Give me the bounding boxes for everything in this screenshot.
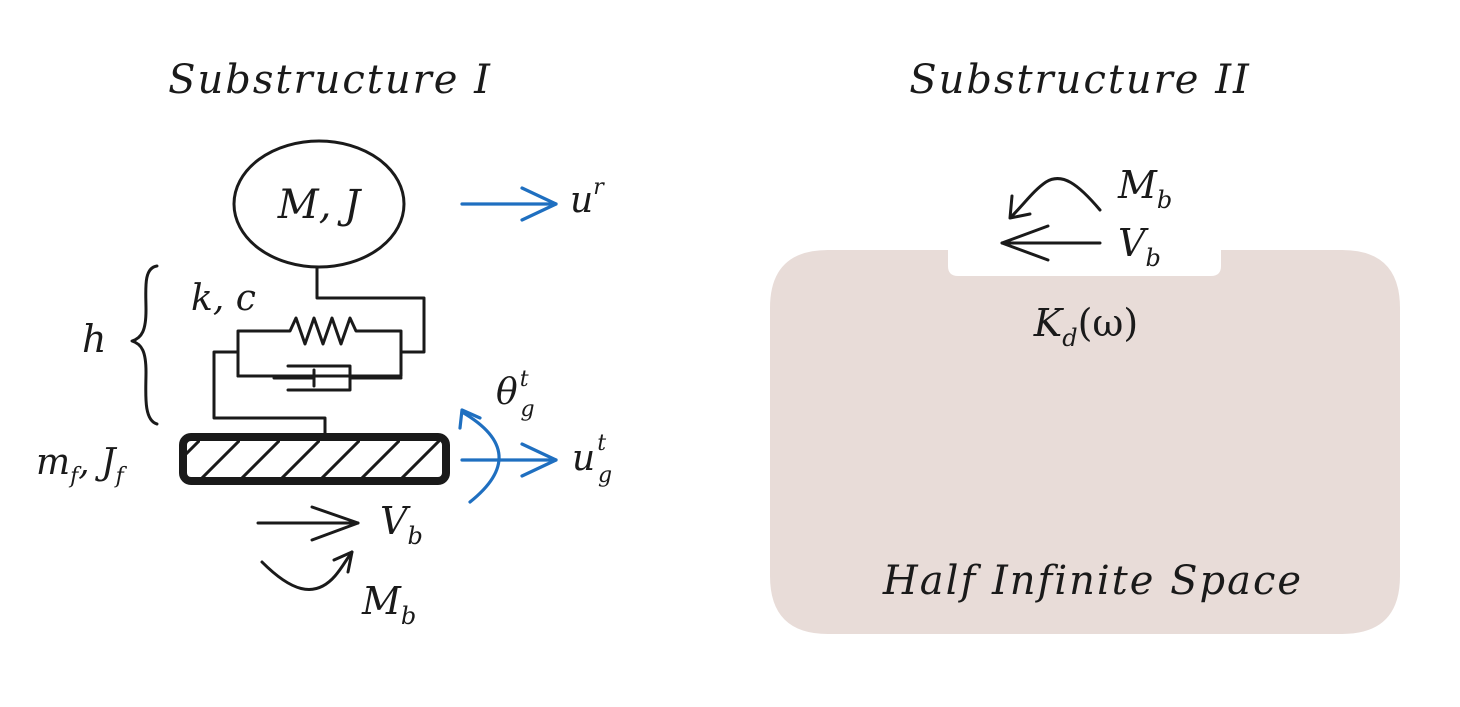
u-r-label: ur: [570, 175, 605, 221]
substructure-1: M, J ur k, c h mf, Jf: [36, 139, 612, 630]
moment-arrow-icon: [1008, 177, 1102, 220]
shear-label-2: Vb: [1118, 221, 1161, 272]
foundation-label: mf, Jf: [36, 442, 128, 489]
connector-top: [315, 265, 426, 354]
mass-ellipse: [232, 139, 406, 269]
half-space-label: Half Infinite Space: [882, 558, 1303, 604]
moment-arrow-icon: [260, 550, 354, 591]
stiffness-label: Kd(ω): [1033, 301, 1138, 352]
shear-arrow-icon: [1000, 224, 1102, 262]
height-label: h: [82, 317, 106, 361]
shear-arrow-icon: [256, 505, 360, 542]
substructure-2: Mb Vb Kd(ω) Half Infinite Space: [770, 163, 1400, 634]
connector-bottom: [212, 350, 327, 439]
damper-icon: [236, 364, 403, 392]
title-substructure-1: Substructure I: [168, 57, 492, 103]
spring-icon: [236, 316, 403, 378]
moment-label-2: Mb: [1117, 163, 1172, 214]
mass-label: M, J: [277, 182, 362, 228]
title-substructure-2: Substructure II: [909, 57, 1251, 103]
hatched-foundation-icon: [179, 433, 450, 485]
rotation-arrow-icon: [458, 408, 501, 504]
spring-damper-label: k, c: [191, 278, 256, 319]
shear-label: Vb: [380, 499, 423, 550]
height-brace: [130, 264, 159, 426]
moment-label: Mb: [361, 579, 416, 630]
translation-arrow-icon: [460, 186, 558, 222]
ground-translation-arrow-icon: [460, 442, 558, 478]
half-space-region: [770, 250, 1400, 634]
